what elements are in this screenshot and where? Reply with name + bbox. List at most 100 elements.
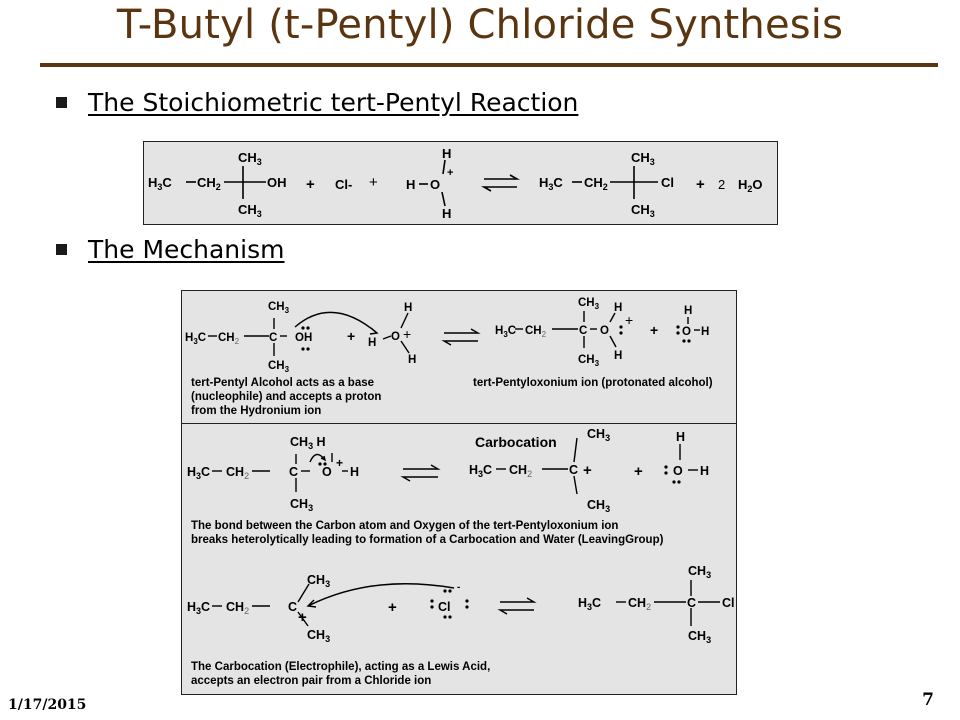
svg-text:CH2: CH2 (584, 175, 608, 192)
svg-text:Cl: Cl (722, 596, 735, 610)
svg-text:The Carbocation (Electrophile): The Carbocation (Electrophile), acting a… (191, 661, 490, 673)
svg-text:tert-Pentyl Alcohol acts as a: tert-Pentyl Alcohol acts as a base (191, 377, 374, 389)
svg-text:CH3: CH3 (307, 573, 330, 589)
svg-text:H: H (700, 464, 709, 478)
svg-text:CH2: CH2 (218, 332, 240, 346)
svg-text:CH3: CH3 (238, 150, 262, 167)
svg-text:CH3: CH3 (631, 150, 655, 167)
svg-text:O: O (682, 326, 691, 338)
svg-text:+: + (634, 463, 643, 480)
svg-text:O: O (430, 177, 440, 192)
svg-text:CH3: CH3 (631, 202, 655, 219)
svg-text:H: H (701, 326, 709, 338)
bullet-text[interactable]: The Mechanism (88, 235, 285, 264)
svg-text:C: C (687, 596, 696, 610)
bullet-marker-icon (56, 97, 67, 108)
svg-text:H: H (442, 146, 451, 161)
svg-text:+: + (696, 176, 705, 193)
svg-text:CH2: CH2 (509, 463, 532, 479)
footer-date: 1/17/2015 (8, 697, 87, 713)
svg-text:+: + (625, 312, 633, 328)
svg-text:H: H (442, 206, 451, 221)
svg-text:+: + (403, 326, 411, 342)
svg-text:C: C (569, 463, 578, 477)
svg-text:H: H (406, 177, 415, 192)
carbocation-diagram: CH3 H H3C CH2 C O + H CH3 Carbocation CH… (187, 427, 735, 687)
svg-text:-: - (457, 582, 460, 593)
svg-text:H: H (614, 350, 622, 362)
svg-text:H3C: H3C (185, 332, 206, 346)
svg-text:+: + (447, 167, 453, 179)
svg-text:H: H (684, 305, 692, 317)
svg-text:+: + (347, 328, 355, 344)
svg-text:O: O (391, 331, 400, 343)
svg-text:CH2: CH2 (226, 465, 249, 481)
svg-text:H3C: H3C (539, 175, 563, 192)
bullet-stoichiometric: The Stoichiometric tert-Pentyl Reaction (56, 88, 756, 117)
svg-text:from the Hydronium ion: from the Hydronium ion (191, 405, 321, 417)
svg-text:H: H (404, 302, 412, 314)
svg-text:H3C: H3C (187, 465, 210, 481)
mechanism-step1-panel: CH3 H3C CH2 C OH CH3 + H H O + H CH3 H3C… (181, 290, 737, 424)
svg-text:Cl: Cl (438, 600, 451, 614)
svg-text:H: H (368, 337, 376, 349)
svg-text:CH3: CH3 (578, 297, 600, 311)
svg-text:+: + (388, 599, 397, 616)
svg-text:OH: OH (295, 332, 312, 344)
svg-text:O: O (322, 465, 332, 479)
svg-text:tert-Pentyloxonium ion (proton: tert-Pentyloxonium ion (protonated alcoh… (473, 377, 713, 389)
svg-text:C: C (289, 465, 298, 479)
svg-text:(nucleophile) and accepts a pr: (nucleophile) and accepts a proton (191, 391, 381, 403)
svg-text:C: C (579, 325, 587, 337)
svg-text:CH3: CH3 (587, 498, 610, 514)
protonation-diagram: CH3 H3C CH2 C OH CH3 + H H O + H CH3 H3C… (185, 297, 713, 417)
title-divider (40, 63, 938, 67)
svg-text:CH3: CH3 (587, 427, 610, 443)
svg-text:+: + (298, 609, 307, 626)
svg-text:Carbocation: Carbocation (475, 434, 557, 450)
slide-title: T-Butyl (t-Pentyl) Chloride Synthesis (116, 2, 844, 48)
svg-text:CH3: CH3 (268, 360, 290, 374)
svg-text:+: + (650, 322, 658, 338)
svg-text:Cl-: Cl- (335, 177, 352, 192)
svg-text:+: + (583, 462, 592, 479)
svg-text:CH3: CH3 (578, 354, 600, 368)
svg-text:Cl: Cl (661, 175, 674, 190)
bullet-mechanism: The Mechanism (56, 235, 756, 264)
svg-text:H3C: H3C (578, 596, 601, 612)
bullet-marker-icon (56, 244, 67, 255)
svg-text:OH: OH (267, 175, 287, 190)
page-number: 7 (922, 690, 934, 710)
svg-text:H: H (350, 465, 359, 479)
svg-text:H: H (676, 430, 685, 444)
bullet-text[interactable]: The Stoichiometric tert-Pentyl Reaction (88, 88, 579, 117)
svg-text:CH3: CH3 (290, 497, 313, 513)
svg-text:CH2: CH2 (525, 325, 547, 339)
svg-text:+: + (369, 174, 378, 191)
svg-text:The bond between the Carbon at: The bond between the Carbon atom and Oxy… (191, 520, 618, 532)
svg-text:CH2: CH2 (197, 175, 221, 192)
svg-text:CH3: CH3 (688, 564, 711, 580)
svg-text:CH3: CH3 (238, 202, 262, 219)
svg-text:H3C: H3C (148, 175, 172, 192)
stoichiometric-reaction-diagram: CH3 H3C CH2 OH CH3 + Cl- + H H O + H CH3… (148, 146, 763, 221)
svg-text:accepts an electron pair from: accepts an electron pair from a Chloride… (191, 675, 431, 687)
svg-text:+: + (336, 456, 343, 470)
svg-text:H: H (614, 302, 622, 314)
svg-text:H2O: H2O (738, 177, 763, 194)
svg-text:O: O (673, 464, 683, 478)
svg-text:H3C: H3C (495, 325, 516, 339)
svg-text:CH3: CH3 (268, 301, 290, 315)
svg-text:+: + (306, 176, 315, 193)
svg-text:H3C: H3C (187, 600, 210, 616)
svg-text:C: C (288, 600, 297, 614)
svg-text:CH3: CH3 (307, 628, 330, 644)
svg-text:2: 2 (718, 177, 725, 192)
svg-text:CH3 H: CH3 H (290, 435, 326, 451)
svg-text:H: H (408, 354, 416, 366)
svg-text:O: O (600, 325, 609, 337)
svg-text:H3C: H3C (469, 463, 492, 479)
reaction-panel: CH3 H3C CH2 OH CH3 + Cl- + H H O + H CH3… (143, 141, 778, 225)
svg-text:C: C (269, 332, 277, 344)
svg-text:CH2: CH2 (628, 596, 651, 612)
